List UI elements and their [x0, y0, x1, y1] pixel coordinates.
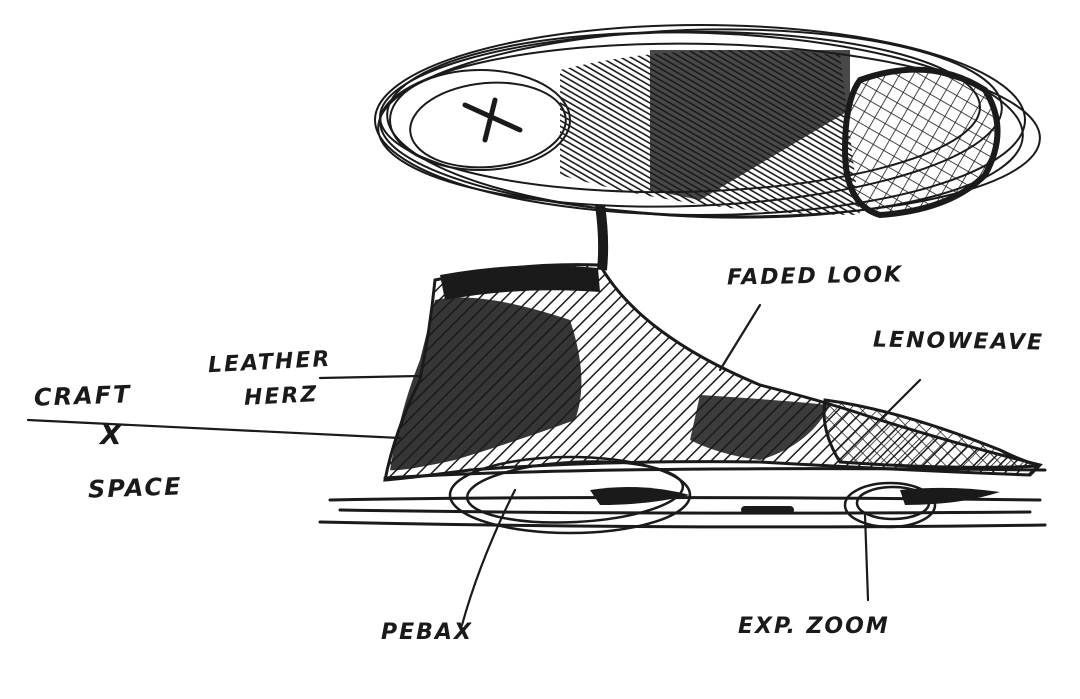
label-pebax: PEBAX: [381, 620, 473, 645]
label-exp-zoom: EXP. ZOOM: [738, 614, 890, 639]
label-craft: CRAFT: [33, 380, 132, 412]
craft-x-mark: X: [100, 418, 124, 451]
label-space: SPACE: [87, 472, 183, 504]
label-herz: HERZ: [243, 382, 319, 411]
leader-pebax: [460, 488, 517, 627]
leader-leather-herz: [318, 374, 422, 380]
callout-leaders: [26, 303, 922, 627]
leader-lenoweave: [878, 378, 922, 422]
leader-faded-look: [718, 303, 762, 372]
leader-craft-space: [26, 418, 402, 440]
side-profile-view: [318, 263, 1047, 535]
label-lenoweave: LENOWEAVE: [872, 327, 1045, 356]
label-faded-look: FADED LOOK: [726, 262, 904, 291]
leader-exp-zoom: [863, 513, 870, 602]
outsole-top-view: [374, 24, 1041, 271]
